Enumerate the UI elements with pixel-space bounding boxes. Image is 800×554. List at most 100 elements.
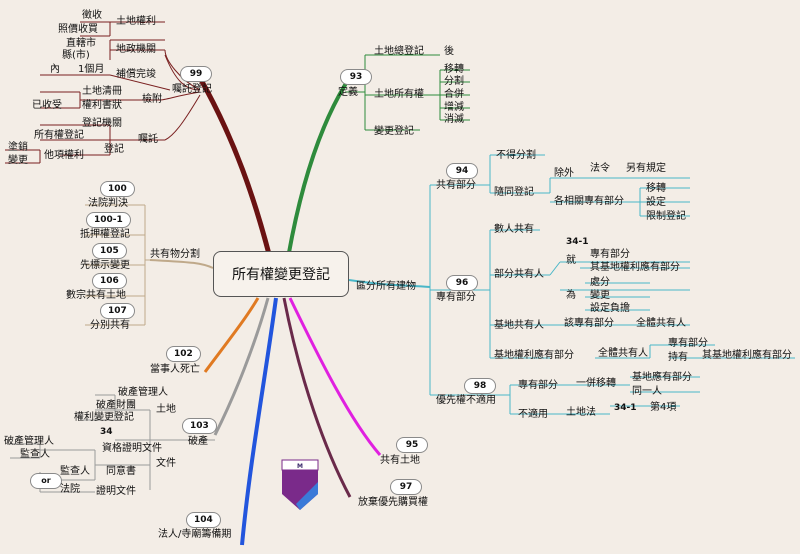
total-reg-node[interactable]: 土地總登記: [374, 46, 424, 57]
docs-node[interactable]: 文件: [156, 458, 176, 469]
annotate-node[interactable]: 塗銷: [8, 142, 28, 153]
qual-num-node[interactable]: 34: [100, 427, 113, 437]
priority-na-node[interactable]: 優先權不適用: [436, 395, 496, 406]
paid-levy-node[interactable]: 照價收買: [58, 24, 98, 35]
change-node[interactable]: 變更: [8, 155, 28, 166]
article-99-badge[interactable]: 99: [180, 66, 212, 82]
root-node[interactable]: 所有權變更登記: [213, 251, 349, 297]
no-split-node[interactable]: 不得分割: [496, 150, 536, 161]
mortgage-reg-node[interactable]: 抵押權登記: [80, 229, 130, 240]
all-co2-node[interactable]: 全體共有人: [598, 348, 648, 359]
land-admin-node[interactable]: 地政機關: [116, 44, 156, 55]
excl-part-node[interactable]: 專有部分: [590, 249, 630, 260]
exclusive-part-node[interactable]: 專有部分: [436, 292, 476, 303]
after-node[interactable]: 後: [444, 46, 454, 57]
rights-cert-node[interactable]: 權利書狀: [82, 100, 122, 111]
court-ruling-node[interactable]: 法院判決: [88, 198, 128, 209]
land-list-node[interactable]: 土地清冊: [82, 86, 122, 97]
mark-change-node[interactable]: 先標示變更: [80, 260, 130, 271]
register-node[interactable]: 登記: [104, 144, 124, 155]
excl-part2-node[interactable]: 專有部分: [668, 338, 708, 349]
waive-priority-node[interactable]: 放棄優先購買權: [358, 497, 428, 508]
direct-city-node[interactable]: 直轄市: [66, 38, 96, 49]
multi-land-node[interactable]: 數宗共有土地: [66, 290, 126, 301]
land-rights-node[interactable]: 土地權利: [116, 16, 156, 27]
common-part-node[interactable]: 共有部分: [436, 180, 476, 191]
county-node[interactable]: 縣(市): [62, 50, 90, 61]
within-node[interactable]: 內: [50, 64, 60, 75]
article-100-1-badge[interactable]: 100-1: [86, 212, 131, 228]
co-land-node[interactable]: 共有土地: [380, 455, 420, 466]
one-month-node[interactable]: 1個月: [78, 64, 105, 75]
excl-part-98-node[interactable]: 專有部分: [518, 380, 558, 391]
other-rule-node[interactable]: 另有規定: [626, 163, 666, 174]
not-apply-node[interactable]: 不適用: [518, 409, 548, 420]
comp-done-node[interactable]: 補償完竣: [116, 69, 156, 80]
entrust-reg-node[interactable]: 囑託登記: [172, 84, 212, 95]
supervisor2-node[interactable]: 監查人: [60, 466, 90, 477]
estate-node[interactable]: 破產財團: [96, 400, 136, 411]
other-rights-node[interactable]: 他項權利: [44, 150, 84, 161]
article-104-badge[interactable]: 104: [186, 512, 221, 528]
supervisor-node[interactable]: 監查人: [20, 449, 50, 460]
limit-reg-node[interactable]: 限制登記: [646, 211, 686, 222]
trustee2-node[interactable]: 破產管理人: [4, 436, 54, 447]
partition-bldg-node[interactable]: 區分所有建物: [356, 281, 416, 292]
change-reg-node[interactable]: 變更登記: [374, 126, 414, 137]
article-94-badge[interactable]: 94: [446, 163, 478, 179]
one-transfer-node[interactable]: 一併移轉: [576, 378, 616, 389]
base-right-share2-node[interactable]: 其基地權利應有部分: [702, 350, 792, 361]
hold-node[interactable]: 持有: [668, 352, 688, 363]
num-34-1-98-node[interactable]: 34-1: [614, 403, 637, 413]
proof-doc-node[interactable]: 證明文件: [96, 486, 136, 497]
consent-node[interactable]: 同意書: [106, 466, 136, 477]
base-share-node[interactable]: 基地應有部分: [632, 372, 692, 383]
separate-co-node[interactable]: 分別共有: [90, 320, 130, 331]
article-93-badge[interactable]: 93: [340, 69, 372, 85]
land-node[interactable]: 土地: [156, 404, 176, 415]
ownership-reg-node[interactable]: 所有權登記: [34, 130, 84, 141]
dispose-node[interactable]: 處分: [590, 277, 610, 288]
num-34-1-node[interactable]: 34-1: [566, 237, 589, 247]
definition-node[interactable]: 定義: [338, 87, 358, 98]
article-102-badge[interactable]: 102: [166, 346, 201, 362]
with-reg-node[interactable]: 隨同登記: [494, 187, 534, 198]
collected-node[interactable]: 已收受: [32, 100, 62, 111]
reg-agency-node[interactable]: 登記機關: [82, 118, 122, 129]
base-co-owner-node[interactable]: 基地共有人: [494, 320, 544, 331]
court-node[interactable]: 法院: [60, 484, 80, 495]
legal-person-node[interactable]: 法人/寺廟籌備期: [158, 529, 232, 540]
qual-doc-node[interactable]: 資格證明文件: [102, 443, 162, 454]
op-split-node[interactable]: 分割: [444, 76, 464, 87]
except-node[interactable]: 除外: [554, 168, 574, 179]
op-transfer-node[interactable]: 移轉: [444, 64, 464, 75]
item4-node[interactable]: 第4項: [650, 402, 677, 413]
article-96-badge[interactable]: 96: [446, 275, 478, 291]
attach-node[interactable]: 檢附: [142, 94, 162, 105]
partition-node[interactable]: 共有物分割: [150, 249, 200, 260]
all-co-node[interactable]: 全體共有人: [636, 318, 686, 329]
law-node[interactable]: 法令: [590, 163, 610, 174]
article-103-badge[interactable]: 103: [182, 418, 217, 434]
change-node-b96[interactable]: 變更: [590, 290, 610, 301]
article-98-badge[interactable]: 98: [464, 378, 496, 394]
article-95-badge[interactable]: 95: [396, 437, 428, 453]
article-97-badge[interactable]: 97: [390, 479, 422, 495]
article-106-badge[interactable]: 106: [92, 273, 127, 289]
article-107-badge[interactable]: 107: [100, 303, 135, 319]
entrust-node[interactable]: 囑託: [138, 134, 158, 145]
op-merge-node[interactable]: 合併: [444, 89, 464, 100]
transfer-node[interactable]: 移轉: [646, 183, 666, 194]
article-100-badge[interactable]: 100: [100, 181, 135, 197]
this-excl-node[interactable]: 該專有部分: [564, 318, 614, 329]
levy-node[interactable]: 徵收: [82, 10, 102, 21]
several-common-node[interactable]: 數人共有: [494, 224, 534, 235]
bankrupt-node[interactable]: 破產: [188, 436, 208, 447]
op-increase-node[interactable]: 增減: [444, 102, 464, 113]
party-death-node[interactable]: 當事人死亡: [150, 364, 200, 375]
set-burden-node[interactable]: 設定負擔: [590, 303, 630, 314]
base-rights-node[interactable]: 其基地權利應有部分: [590, 262, 680, 273]
land-owner-node[interactable]: 土地所有權: [374, 89, 424, 100]
for-node[interactable]: 就: [566, 255, 576, 266]
same-person-node[interactable]: 同一人: [632, 386, 662, 397]
